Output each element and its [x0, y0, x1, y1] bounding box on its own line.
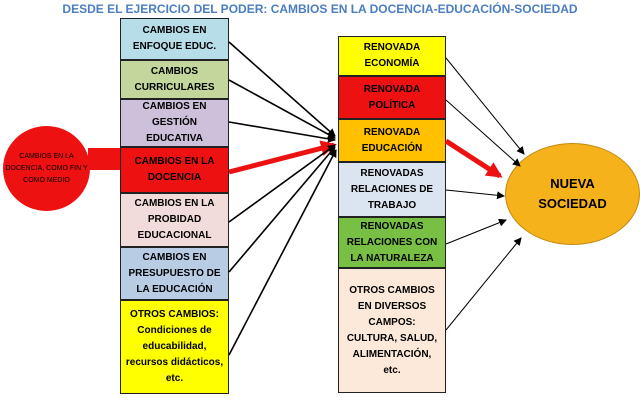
box-renovada-educacion: RENOVADA EDUCACIÓN [338, 119, 446, 162]
box-cambios-docencia: CAMBIOS EN LA DOCENCIA [120, 147, 229, 193]
arrow-educacion-to-goal [444, 138, 503, 179]
box-label: RENOVADAS RELACIONES DE TRABAJO [350, 167, 434, 211]
arrow-enfoque-to-educacion [228, 41, 336, 137]
box-label: RENOVADA POLÍTICA [363, 83, 421, 111]
box-otros-cambios-right: OTROS CAMBIOS EN DIVERSOS CAMPOS: CULTUR… [338, 268, 446, 393]
arrow-presupuesto-to-educacion [228, 146, 336, 273]
diagram-title: DESDE EL EJERCICIO DEL PODER: CAMBIOS EN… [62, 2, 578, 16]
box-label: RENOVADA EDUCACIÓN [361, 126, 423, 154]
arrow-curriculares-to-educacion [228, 79, 336, 139]
box-label: CAMBIOS EN GESTIÓN EDUCATIVA [142, 101, 207, 144]
box-cambios-gestion: CAMBIOS EN GESTIÓN EDUCATIVA [120, 99, 229, 147]
box-otros-cambios-left: OTROS CAMBIOS: Condiciones de educabilid… [120, 300, 229, 394]
arrow-otros-to-educacion [228, 149, 337, 356]
box-cambios-curriculares: CAMBIOS CURRICULARES [120, 60, 229, 99]
source-node-label: CAMBIOS EN LA DOCENCIA, COMO FIN Y COMO … [5, 152, 88, 184]
box-label: OTROS CAMBIOS: Condiciones de educabilid… [125, 309, 224, 384]
box-cambios-probidad: CAMBIOS EN LA PROBIDAD EDUCACIONAL [120, 193, 229, 247]
box-label: CAMBIOS EN LA DOCENCIA [134, 156, 215, 183]
box-renovada-economia: RENOVADA ECONOMÍA [338, 36, 446, 76]
source-connector [88, 148, 121, 170]
arrow-docencia-to-educacion [228, 140, 337, 175]
box-renovadas-relaciones-naturaleza: RENOVADAS RELACIONES CON LA NATURALEZA [338, 217, 446, 268]
box-label: RENOVADA ECONOMÍA [363, 42, 421, 69]
source-node-circle: CAMBIOS EN LA DOCENCIA, COMO FIN Y COMO … [3, 126, 90, 211]
arrow-probidad-to-educacion [228, 144, 336, 223]
box-cambios-presupuesto: CAMBIOS EN PRESUPUESTO DE LA EDUCACIÓN [120, 247, 229, 300]
arrow-naturaleza-to-goal [445, 218, 507, 245]
goal-node-nueva-sociedad: NUEVA SOCIEDAD [505, 143, 640, 245]
arrow-economia-to-goal [445, 57, 525, 155]
box-cambios-enfoque: CAMBIOS EN ENFOQUE EDUC. [120, 18, 229, 60]
box-renovadas-relaciones-trabajo: RENOVADAS RELACIONES DE TRABAJO [338, 162, 446, 217]
arrow-trabajo-to-goal [445, 189, 505, 200]
goal-node-label: NUEVA SOCIEDAD [538, 176, 607, 211]
box-label: CAMBIOS EN ENFOQUE EDUC. [132, 25, 217, 52]
arrow-gestion-to-educacion [228, 121, 336, 143]
box-label: CAMBIOS EN LA PROBIDAD EDUCACIONAL [134, 198, 215, 241]
box-label: CAMBIOS CURRICULARES [134, 65, 215, 93]
arrow-otros-to-goal [445, 237, 522, 331]
box-label: OTROS CAMBIOS EN DIVERSOS CAMPOS: CULTUR… [346, 284, 438, 376]
box-label: CAMBIOS EN PRESUPUESTO DE LA EDUCACIÓN [128, 251, 221, 295]
box-renovada-politica: RENOVADA POLÍTICA [338, 76, 446, 119]
arrow-politica-to-goal [445, 99, 521, 167]
box-label: RENOVADAS RELACIONES CON LA NATURALEZA [346, 220, 438, 264]
